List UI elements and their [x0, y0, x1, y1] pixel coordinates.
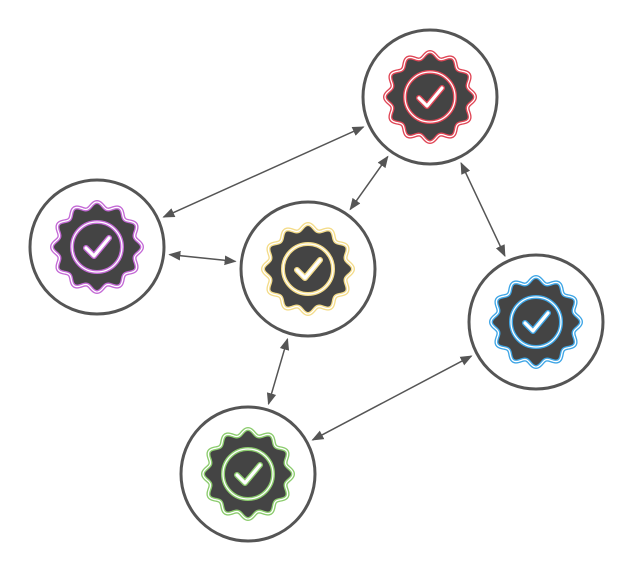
verified-badge-check-icon — [382, 49, 478, 145]
verified-badge-check-icon — [260, 221, 356, 317]
verified-badge-check-icon — [488, 274, 584, 370]
verified-badge-check-icon — [49, 199, 145, 295]
node-green — [179, 405, 317, 543]
edges — [162, 126, 506, 441]
edge-yellow-green — [266, 337, 290, 406]
node-blue — [467, 253, 605, 391]
node-purple — [28, 178, 166, 316]
node-yellow — [239, 200, 377, 338]
edge-green-blue — [311, 355, 473, 441]
edge-red-blue — [460, 161, 506, 258]
nodes — [28, 28, 605, 543]
node-red — [361, 28, 499, 166]
edge-red-purple — [162, 126, 365, 218]
edge-red-yellow — [349, 155, 389, 211]
verified-badge-check-icon — [200, 426, 296, 522]
edge-purple-yellow — [168, 250, 237, 266]
